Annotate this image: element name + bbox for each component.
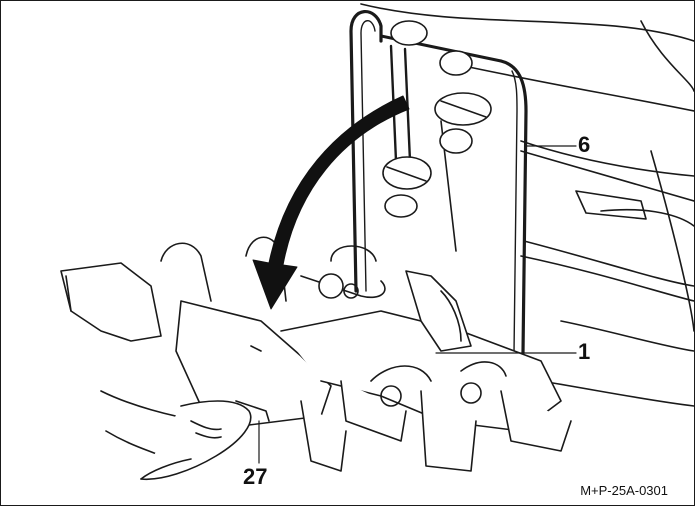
carrier-platform xyxy=(60,236,572,472)
callout-27: 27 xyxy=(243,464,268,489)
foot-on-pedal xyxy=(100,390,270,481)
callout-6: 6 xyxy=(578,132,591,157)
image-reference-code: M+P-25A-0301 xyxy=(580,483,668,498)
curved-down-arrow-icon xyxy=(252,95,410,310)
leader-lines xyxy=(258,145,577,464)
callout-1: 1 xyxy=(578,339,591,364)
bike-holder-frame xyxy=(349,10,528,355)
